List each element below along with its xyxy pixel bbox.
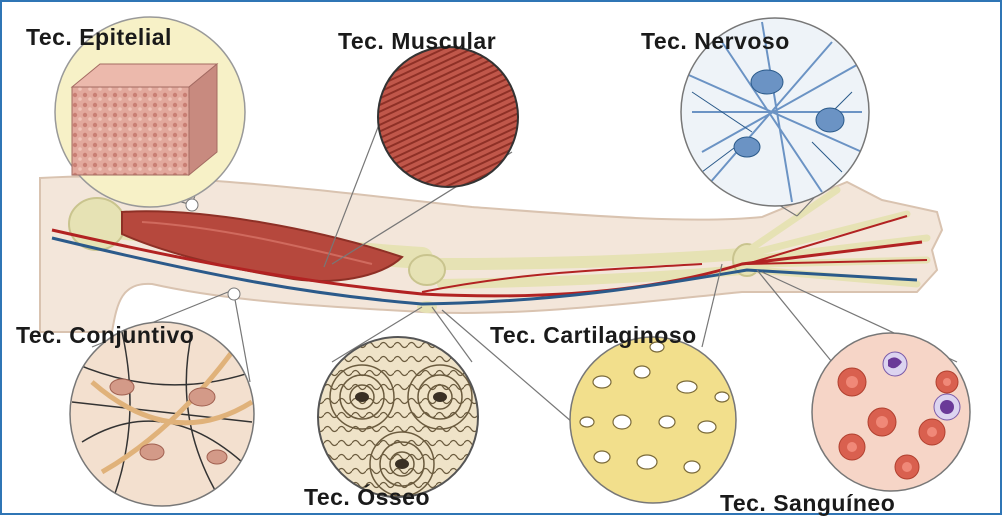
conjuntivo-marker (228, 288, 240, 300)
epitelial-marker (186, 199, 198, 211)
label-conjuntivo: Tec. Conjuntivo (16, 322, 194, 349)
label-epitelial: Tec. Epitelial (26, 24, 172, 51)
osseo-tissue-circle (318, 337, 478, 497)
conjuntivo-tissue-circle (70, 322, 254, 506)
sanguineo-tissue-circle (812, 333, 970, 491)
muscular-tissue-circle (372, 42, 532, 192)
label-nervoso: Tec. Nervoso (641, 28, 790, 55)
label-sanguineo: Tec. Sanguíneo (720, 490, 895, 517)
label-cartilaginoso: Tec. Cartilaginoso (490, 322, 697, 349)
label-muscular: Tec. Muscular (338, 28, 496, 55)
cartilaginoso-tissue-circle (570, 337, 736, 503)
label-osseo: Tec. Ósseo (304, 484, 430, 511)
